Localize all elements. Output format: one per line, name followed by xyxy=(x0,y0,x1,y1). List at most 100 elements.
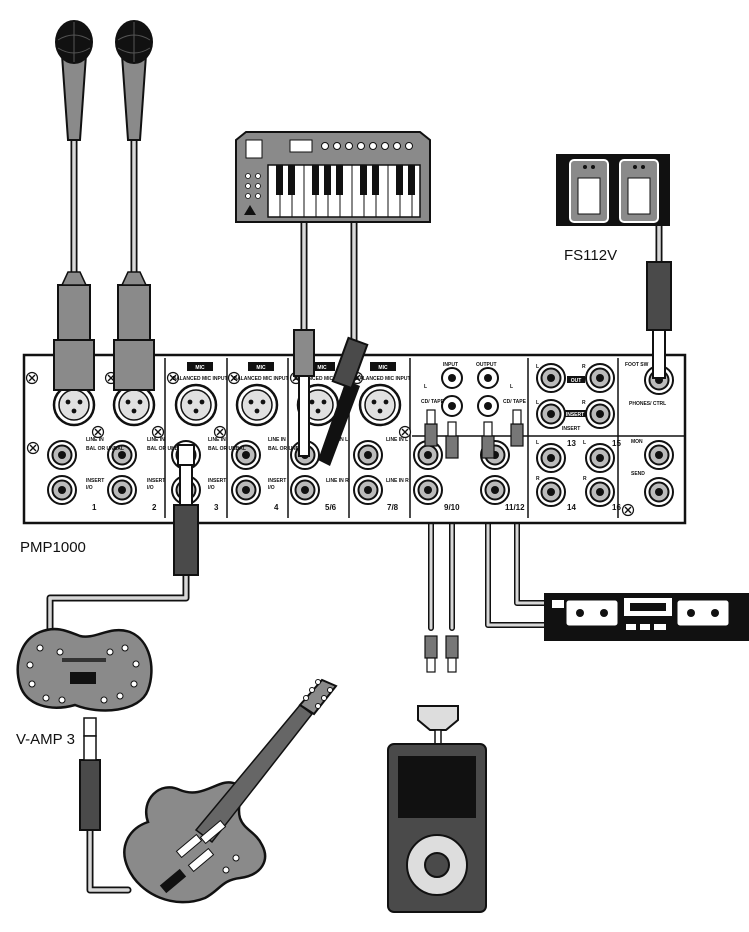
line-in-jack-1[interactable] xyxy=(47,440,77,470)
bal-unbal-label: BAL OR UNBAL xyxy=(268,446,306,452)
r-label: R xyxy=(582,400,586,406)
mon-jack[interactable] xyxy=(644,440,674,470)
line-in-r-label: LINE IN R xyxy=(326,478,349,484)
channel-number: 7/8 xyxy=(387,503,399,512)
microphone-icon xyxy=(115,20,153,141)
channel-number: 14 xyxy=(567,503,576,512)
io-label: I/O xyxy=(208,485,215,491)
out-label: OUT xyxy=(571,378,582,384)
insert-label: INSERT xyxy=(86,478,104,484)
channel-number: 13 xyxy=(567,439,576,448)
mic-badge: MIC xyxy=(378,365,388,371)
mixer-rear-panel: MIC MIC MIC MIC BALANCED MIC INPUT BALAN… xyxy=(22,353,687,525)
output-label: OUTPUT xyxy=(476,362,497,368)
l-label: L xyxy=(583,440,586,446)
cd-tape-label: CD/ TAPE xyxy=(503,399,527,405)
send-label: SEND xyxy=(631,471,645,477)
io-label: I/O xyxy=(86,485,93,491)
line-in-jack-7[interactable] xyxy=(353,440,383,470)
foot-sw-label: FOOT SW xyxy=(625,362,649,368)
screw-icon xyxy=(25,371,39,385)
vamp-jack-plug xyxy=(173,444,199,576)
channel-number: 2 xyxy=(152,503,157,512)
insert-label: INSERT xyxy=(268,478,286,484)
electric-guitar-icon xyxy=(123,678,338,904)
mic-badge: MIC xyxy=(317,365,327,371)
l-label: L xyxy=(536,400,539,406)
screw-icon xyxy=(621,503,635,517)
footswitch-label: FS112V xyxy=(564,247,617,264)
l-label: L xyxy=(536,440,539,446)
insert-jack-4[interactable] xyxy=(231,475,261,505)
foot-switch-icon xyxy=(556,154,670,226)
channel-numbers: 1 2 3 4 5/6 7/8 9/10 11/12 13 14 15 16 xyxy=(92,439,621,512)
line-in-label: LINE IN xyxy=(268,437,286,443)
insert-jack-l[interactable] xyxy=(536,363,566,393)
r-label: R xyxy=(536,476,540,482)
mic-caption: BALANCED MIC INPUT xyxy=(234,376,289,382)
insert-jack-r[interactable] xyxy=(585,363,615,393)
xlr-input-7-8[interactable] xyxy=(358,383,402,427)
screw-icon xyxy=(91,425,105,439)
insert-jack-2[interactable] xyxy=(107,475,137,505)
screw-icon xyxy=(398,425,412,439)
panel-labels: LINE IN LINE IN LINE IN LINE IN LINE IN … xyxy=(86,362,666,491)
channel-number: 9/10 xyxy=(444,503,460,512)
channel-number: 1 xyxy=(92,503,97,512)
phones-ctrl-label: PHONES/ CTRL xyxy=(629,401,666,407)
mic-caption: BALANCED MIC INPUT xyxy=(173,376,228,382)
line-in-jack-6[interactable] xyxy=(290,475,320,505)
out-jack-l[interactable] xyxy=(536,399,566,429)
io-label: I/O xyxy=(268,485,275,491)
amp-modeler-label: V-AMP 3 xyxy=(16,731,75,748)
channel-number: 4 xyxy=(274,503,279,512)
channel-number: 11/12 xyxy=(505,503,525,512)
channel-number: 3 xyxy=(214,503,219,512)
line-in-jack-10[interactable] xyxy=(413,475,443,505)
l-label: L xyxy=(424,384,427,390)
line-in-jack-14[interactable] xyxy=(536,477,566,507)
microphone-icon xyxy=(55,20,93,141)
line-in-l-label: LINE IN L xyxy=(386,437,408,443)
mic-caption: BALANCED MIC INPUT xyxy=(356,376,411,382)
channel-number: 15 xyxy=(612,439,621,448)
cd-tape-label: CD/ TAPE xyxy=(421,399,445,405)
insert-bus-label: INSERT xyxy=(562,426,580,432)
guitar-amp-modeler-icon xyxy=(16,627,153,831)
bal-unbal-label: BAL OR UNBAL xyxy=(147,446,185,452)
screw-icon xyxy=(213,425,227,439)
screw-icon xyxy=(151,425,165,439)
mic-badge: MIC xyxy=(195,365,205,371)
mixer-label: PMP1000 xyxy=(20,539,86,556)
line-in-jack-8[interactable] xyxy=(353,475,383,505)
xlr-input-3[interactable] xyxy=(174,383,218,427)
footswitch-jack-plug xyxy=(646,261,672,379)
rca-ports[interactable] xyxy=(441,367,499,417)
insert-jack-1[interactable] xyxy=(47,475,77,505)
line-in-label: LINE IN xyxy=(86,437,104,443)
keyboard-jack-plugs xyxy=(293,329,369,466)
xlr-input-4[interactable] xyxy=(235,383,279,427)
line-in-jack-16[interactable] xyxy=(585,477,615,507)
mon-label: MON xyxy=(631,439,643,445)
insert-label: INSERT xyxy=(208,478,226,484)
screw-icon xyxy=(26,441,40,455)
mic-badge: MIC xyxy=(256,365,266,371)
bal-unbal-label: BAL OR UNBAL xyxy=(86,446,124,452)
line-in-jack-15[interactable] xyxy=(585,443,615,473)
r-label: R xyxy=(583,476,587,482)
l-label: L xyxy=(536,364,539,370)
send-jack[interactable] xyxy=(644,477,674,507)
mic-badges: MIC MIC MIC MIC BALANCED MIC INPUT BALAN… xyxy=(173,362,411,382)
io-label: I/O xyxy=(147,485,154,491)
mp3-player-icon xyxy=(387,705,487,913)
line-in-label: LINE IN xyxy=(147,437,165,443)
line-in-jack-13[interactable] xyxy=(536,443,566,473)
line-in-r-label: LINE IN R xyxy=(386,478,409,484)
bal-unbal-label: BAL OR UNBAL xyxy=(208,446,246,452)
insert-label: INSERT xyxy=(147,478,165,484)
line-in-label: LINE IN xyxy=(208,437,226,443)
line-in-jack-12[interactable] xyxy=(480,475,510,505)
input-label: INPUT xyxy=(443,362,458,368)
out-jack-r[interactable] xyxy=(585,399,615,429)
